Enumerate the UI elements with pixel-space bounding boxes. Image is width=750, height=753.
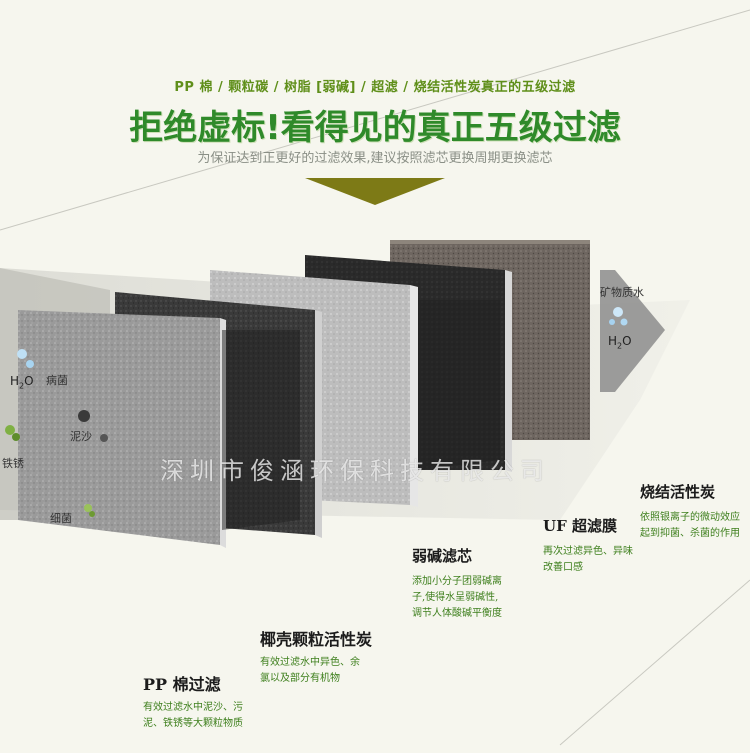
stage-title-uf-membrane: UF 超滤膜 <box>543 517 617 535</box>
headline: 拒绝虚标!看得见的真正五级过滤 <box>129 108 621 148</box>
label-mud: 泥沙 <box>70 430 92 443</box>
h2o-label-right: H2O <box>608 334 632 351</box>
label-germs: 细菌 <box>50 512 72 525</box>
label-bacteria: 病菌 <box>46 374 68 387</box>
stage-desc-line: 添加小分子团弱碱离 <box>412 576 502 587</box>
stage-desc-uf-membrane: 再次过滤异色、异味 改善口感 <box>543 544 633 576</box>
stage-desc-pp-cotton: 有效过滤水中泥沙、污 泥、铁锈等大颗粒物质 <box>143 700 243 732</box>
stage-desc-line: 依照银离子的微动效应 <box>640 512 740 523</box>
right-arrow-icon <box>600 270 665 392</box>
stage-desc-line: 有效过滤水中泥沙、污 <box>143 702 243 713</box>
stage-title-weak-alkali: 弱碱滤芯 <box>412 547 473 565</box>
stage-desc-line: 泥、铁锈等大颗粒物质 <box>143 718 243 729</box>
company-watermark: 深圳市俊涵环保科技有限公司 <box>160 457 550 485</box>
label-mineral-water: 矿物质水 <box>600 286 644 299</box>
stage-desc-weak-alkali: 添加小分子团弱碱离 子,使得水呈弱碱性, 调节人体酸碱平衡度 <box>412 574 502 622</box>
stage-title-coconut-carbon: 椰壳颗粒活性炭 <box>260 630 373 649</box>
stage-desc-line: 氯以及部分有机物 <box>260 673 340 684</box>
header-top-line: PP 棉 / 颗粒碳 / 树脂 [弱碱] / 超滤 / 烧结活性炭真正的五级过滤 <box>174 80 576 95</box>
stage-title-sintered-carbon: 烧结活性炭 <box>640 483 716 501</box>
stage-title-pp-cotton: PP 棉过滤 <box>143 675 221 694</box>
stage-desc-line: 再次过滤异色、异味 <box>543 546 633 557</box>
subline: 为保证达到正更好的过滤效果,建议按照滤芯更换周期更换滤芯 <box>197 151 553 166</box>
stage-desc-line: 子,使得水呈弱碱性, <box>412 592 499 603</box>
stage-desc-line: 改善口感 <box>543 562 583 573</box>
layer-pp-cotton <box>18 310 220 545</box>
label-rust: 铁锈 <box>2 457 24 470</box>
h2o-label-left: H2O <box>10 374 34 391</box>
stage-desc-coconut-carbon: 有效过滤水中异色、余 氯以及部分有机物 <box>260 655 360 687</box>
down-arrow-icon <box>305 178 445 205</box>
stage-desc-line: 调节人体酸碱平衡度 <box>412 608 502 619</box>
stage-desc-line: 有效过滤水中异色、余 <box>260 657 360 668</box>
stage-desc-sintered-carbon: 依照银离子的微动效应 起到抑菌、杀菌的作用 <box>640 510 740 542</box>
stage-desc-line: 起到抑菌、杀菌的作用 <box>640 528 740 539</box>
